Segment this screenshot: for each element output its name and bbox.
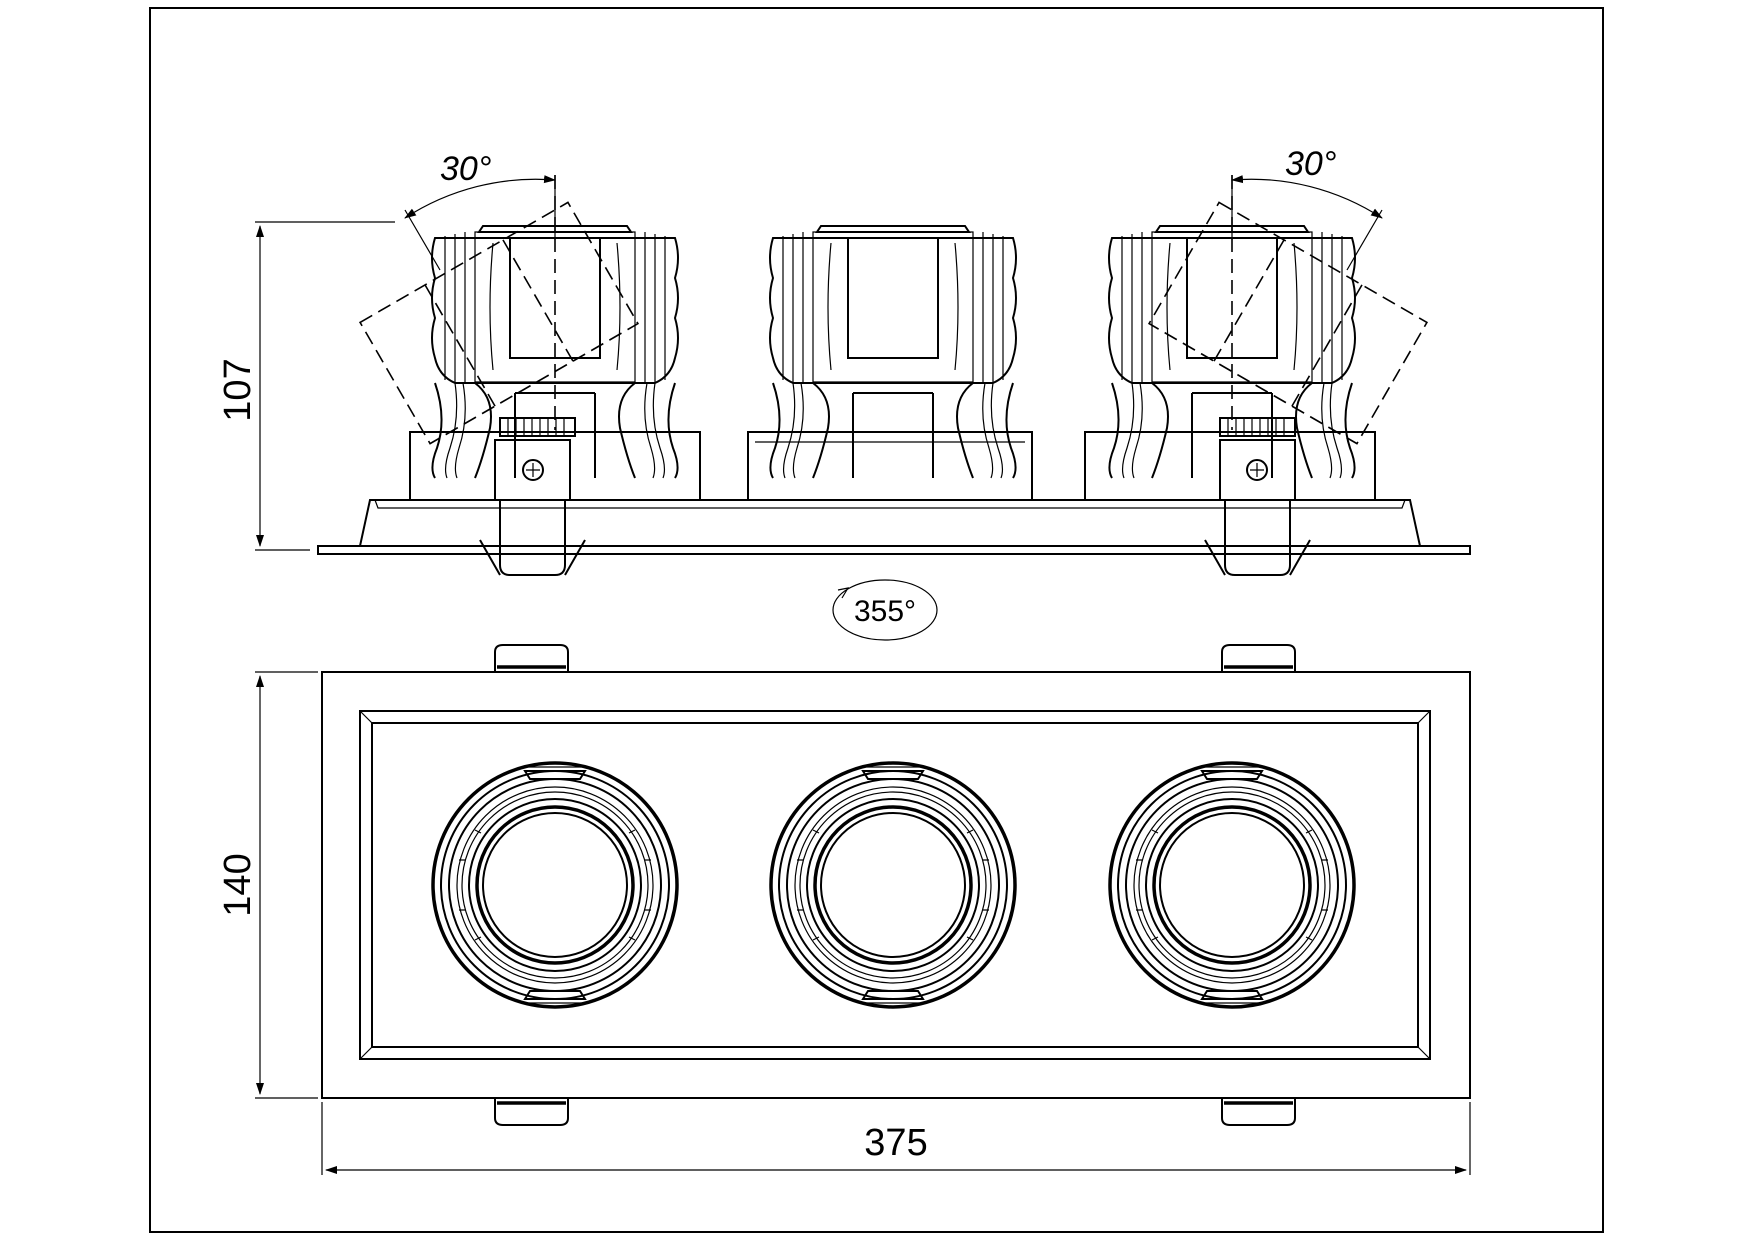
front-view: 140 375 [217,644,1471,1175]
front-lamp-left [431,761,679,1009]
front-lamp-right [1108,761,1356,1009]
spring-clip-left [479,417,586,576]
tilted-head-left [358,201,640,445]
tilted-head-right [1147,201,1429,445]
rotation-angle-label: 355° [854,595,916,628]
tilt-angle-left-label: 30° [440,150,491,188]
side-view: 30° 30° 107 [217,145,1471,576]
front-lamp-center [769,761,1017,1009]
drawing-border [149,7,1604,1233]
front-height-dimension: 140 [217,853,259,916]
spring-clip-right [1204,417,1311,576]
front-width-dimension: 375 [864,1122,927,1164]
tilt-angle-right-label: 30° [1285,145,1336,183]
side-height-dimension: 107 [217,358,259,421]
rotation-indicator: 355° [832,579,938,641]
lamp-head-center [769,225,1017,479]
